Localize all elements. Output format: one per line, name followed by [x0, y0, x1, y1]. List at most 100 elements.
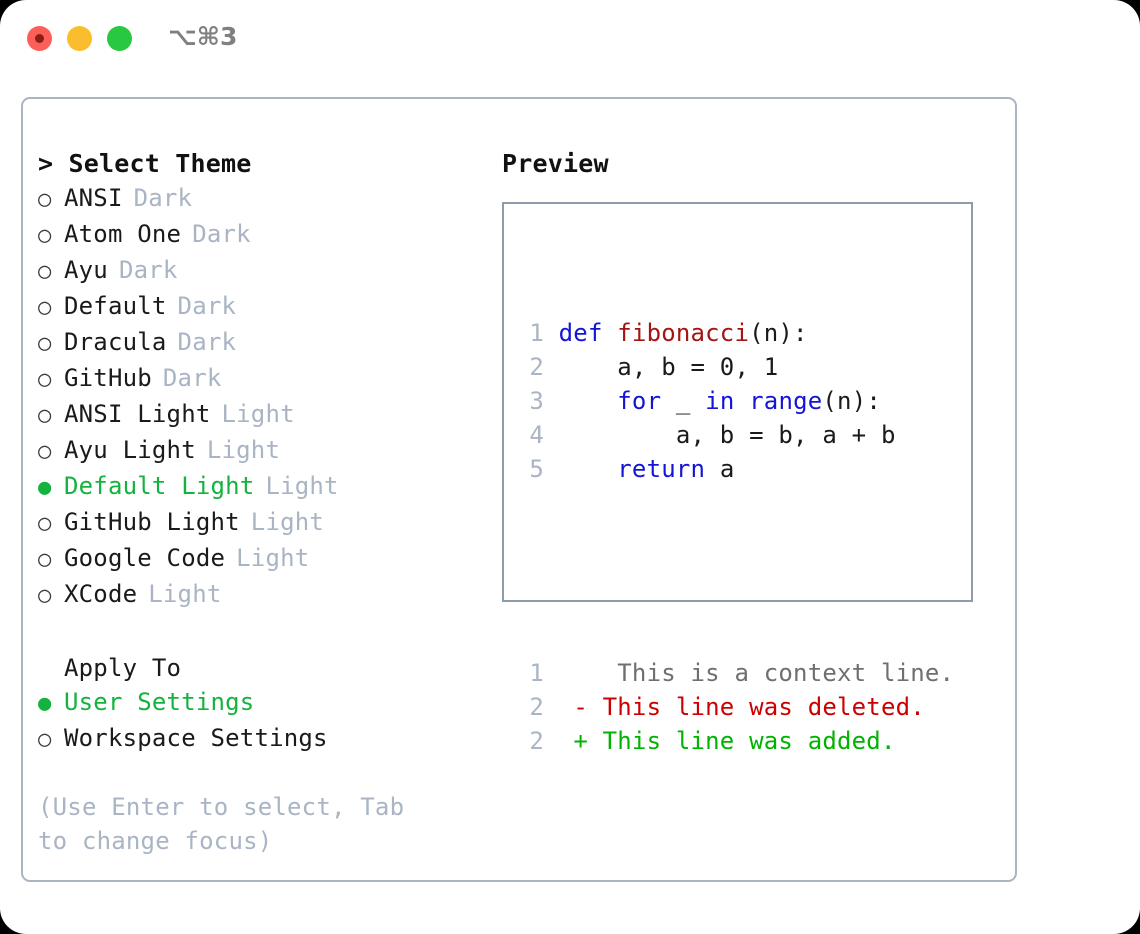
theme-variant-tag: Dark	[133, 184, 193, 212]
diff-text: This line was added.	[587, 727, 896, 755]
keyboard-hint: (Use Enter to select, Tab to change focu…	[38, 793, 405, 855]
select-theme-header: > Select Theme	[38, 149, 252, 178]
window-controls	[27, 26, 132, 51]
title-bar: ⌥⌘3	[0, 0, 1140, 76]
theme-variant-tag: Light	[236, 544, 310, 572]
radio-unselected-icon: ○	[38, 511, 52, 536]
theme-name: ANSI	[64, 184, 123, 212]
theme-name: Ayu	[64, 256, 108, 284]
diff-line: 2 + This line was added.	[516, 724, 954, 758]
line-number: 2	[529, 727, 544, 755]
radio-unselected-icon: ○	[38, 187, 52, 212]
code-line: 2 a, b = 0, 1	[516, 350, 954, 384]
theme-name: Google Code	[64, 544, 226, 572]
preview-title: Preview	[502, 149, 609, 178]
line-number: 4	[529, 421, 544, 449]
radio-selected-icon: ●	[38, 691, 52, 716]
theme-name: ANSI Light	[64, 400, 211, 428]
theme-variant-tag: Dark	[192, 220, 251, 248]
theme-list-item[interactable]: ○ GitHub Light Light	[38, 505, 478, 541]
maximize-button[interactable]	[107, 26, 132, 51]
code-token: def	[558, 319, 618, 347]
line-number: 2	[529, 693, 544, 721]
apply-to-label: User Settings	[64, 688, 255, 716]
theme-variant-tag: Dark	[177, 328, 237, 356]
theme-list-item[interactable]: ○ Atom One Dark	[38, 217, 478, 253]
radio-unselected-icon: ○	[38, 583, 52, 608]
theme-list-item[interactable]: ○ Ayu Dark	[38, 253, 478, 289]
theme-variant-tag: Dark	[118, 256, 178, 284]
code-token	[559, 387, 618, 415]
theme-list-item[interactable]: ○ ANSI Light Light	[38, 397, 478, 433]
radio-unselected-icon: ○	[38, 223, 52, 248]
theme-variant-tag: Dark	[177, 292, 237, 320]
apply-to-header: Apply To	[64, 654, 182, 682]
line-number: 5	[529, 455, 544, 483]
code-token: range	[749, 387, 823, 415]
code-line: 1 def fibonacci(n):	[516, 316, 954, 350]
theme-variant-tag: Light	[265, 472, 339, 500]
code-token: return	[617, 455, 706, 483]
diff-line: 2 - This line was deleted.	[516, 690, 954, 724]
apply-to-list: ● User Settings ○Workspace Settings	[38, 685, 478, 757]
code-token: a	[705, 455, 735, 483]
theme-list-item[interactable]: ○ ANSI Dark	[38, 181, 478, 217]
diff-marker: +	[573, 727, 588, 755]
theme-variant-tag: Light	[221, 400, 295, 428]
diff-marker: -	[573, 693, 588, 721]
radio-unselected-icon: ○	[38, 295, 52, 320]
code-line: 5 return a	[516, 452, 954, 486]
code-line: 4 a, b = b, a + b	[516, 418, 954, 452]
diff-text: This is a context line.	[587, 659, 955, 687]
diff-marker	[573, 659, 588, 687]
radio-unselected-icon: ○	[38, 367, 52, 392]
code-token: for	[617, 387, 662, 415]
radio-selected-icon: ●	[38, 475, 52, 500]
line-number: 3	[529, 387, 544, 415]
apply-to-label: Workspace Settings	[64, 724, 328, 752]
apply-to-option[interactable]: ● User Settings	[38, 685, 478, 721]
theme-list-item[interactable]: ● Default Light Light	[38, 469, 478, 505]
diff-lines: 1 This is a context line.2 - This line w…	[516, 656, 954, 758]
theme-variant-tag: Light	[148, 580, 222, 608]
close-button[interactable]	[27, 26, 52, 51]
code-token: (n):	[822, 387, 881, 415]
code-token: _	[661, 387, 706, 415]
theme-variant-tag: Light	[250, 508, 325, 536]
code-token: fibonacci	[617, 319, 750, 347]
minimize-button[interactable]	[67, 26, 92, 51]
radio-unselected-icon: ○	[38, 547, 52, 572]
code-token	[734, 387, 749, 415]
theme-name: Atom One	[64, 220, 182, 248]
theme-name: GitHub Light	[64, 508, 240, 536]
line-number: 1	[529, 319, 544, 347]
keyboard-shortcut-label: ⌥⌘3	[168, 22, 238, 51]
apply-to-option[interactable]: ○Workspace Settings	[38, 721, 478, 757]
line-number: 1	[529, 659, 544, 687]
code-token: a, b = 0, 1	[558, 353, 779, 381]
theme-list-item[interactable]: ○ Dracula Dark	[38, 325, 478, 361]
radio-unselected-icon: ○	[38, 403, 52, 428]
theme-name: Dracula	[64, 328, 167, 356]
code-spacer	[516, 554, 954, 588]
theme-name: Default Light	[64, 472, 255, 500]
theme-list-item[interactable]: ○ Google Code Light	[38, 541, 478, 577]
diff-line: 1 This is a context line.	[516, 656, 954, 690]
code-line: 3 for _ in range(n):	[516, 384, 954, 418]
radio-unselected-icon: ○	[38, 331, 52, 356]
theme-variant-tag: Dark	[162, 364, 222, 392]
radio-unselected-icon: ○	[38, 259, 52, 284]
code-token: (n):	[749, 319, 808, 347]
theme-name: Ayu Light	[64, 436, 196, 464]
